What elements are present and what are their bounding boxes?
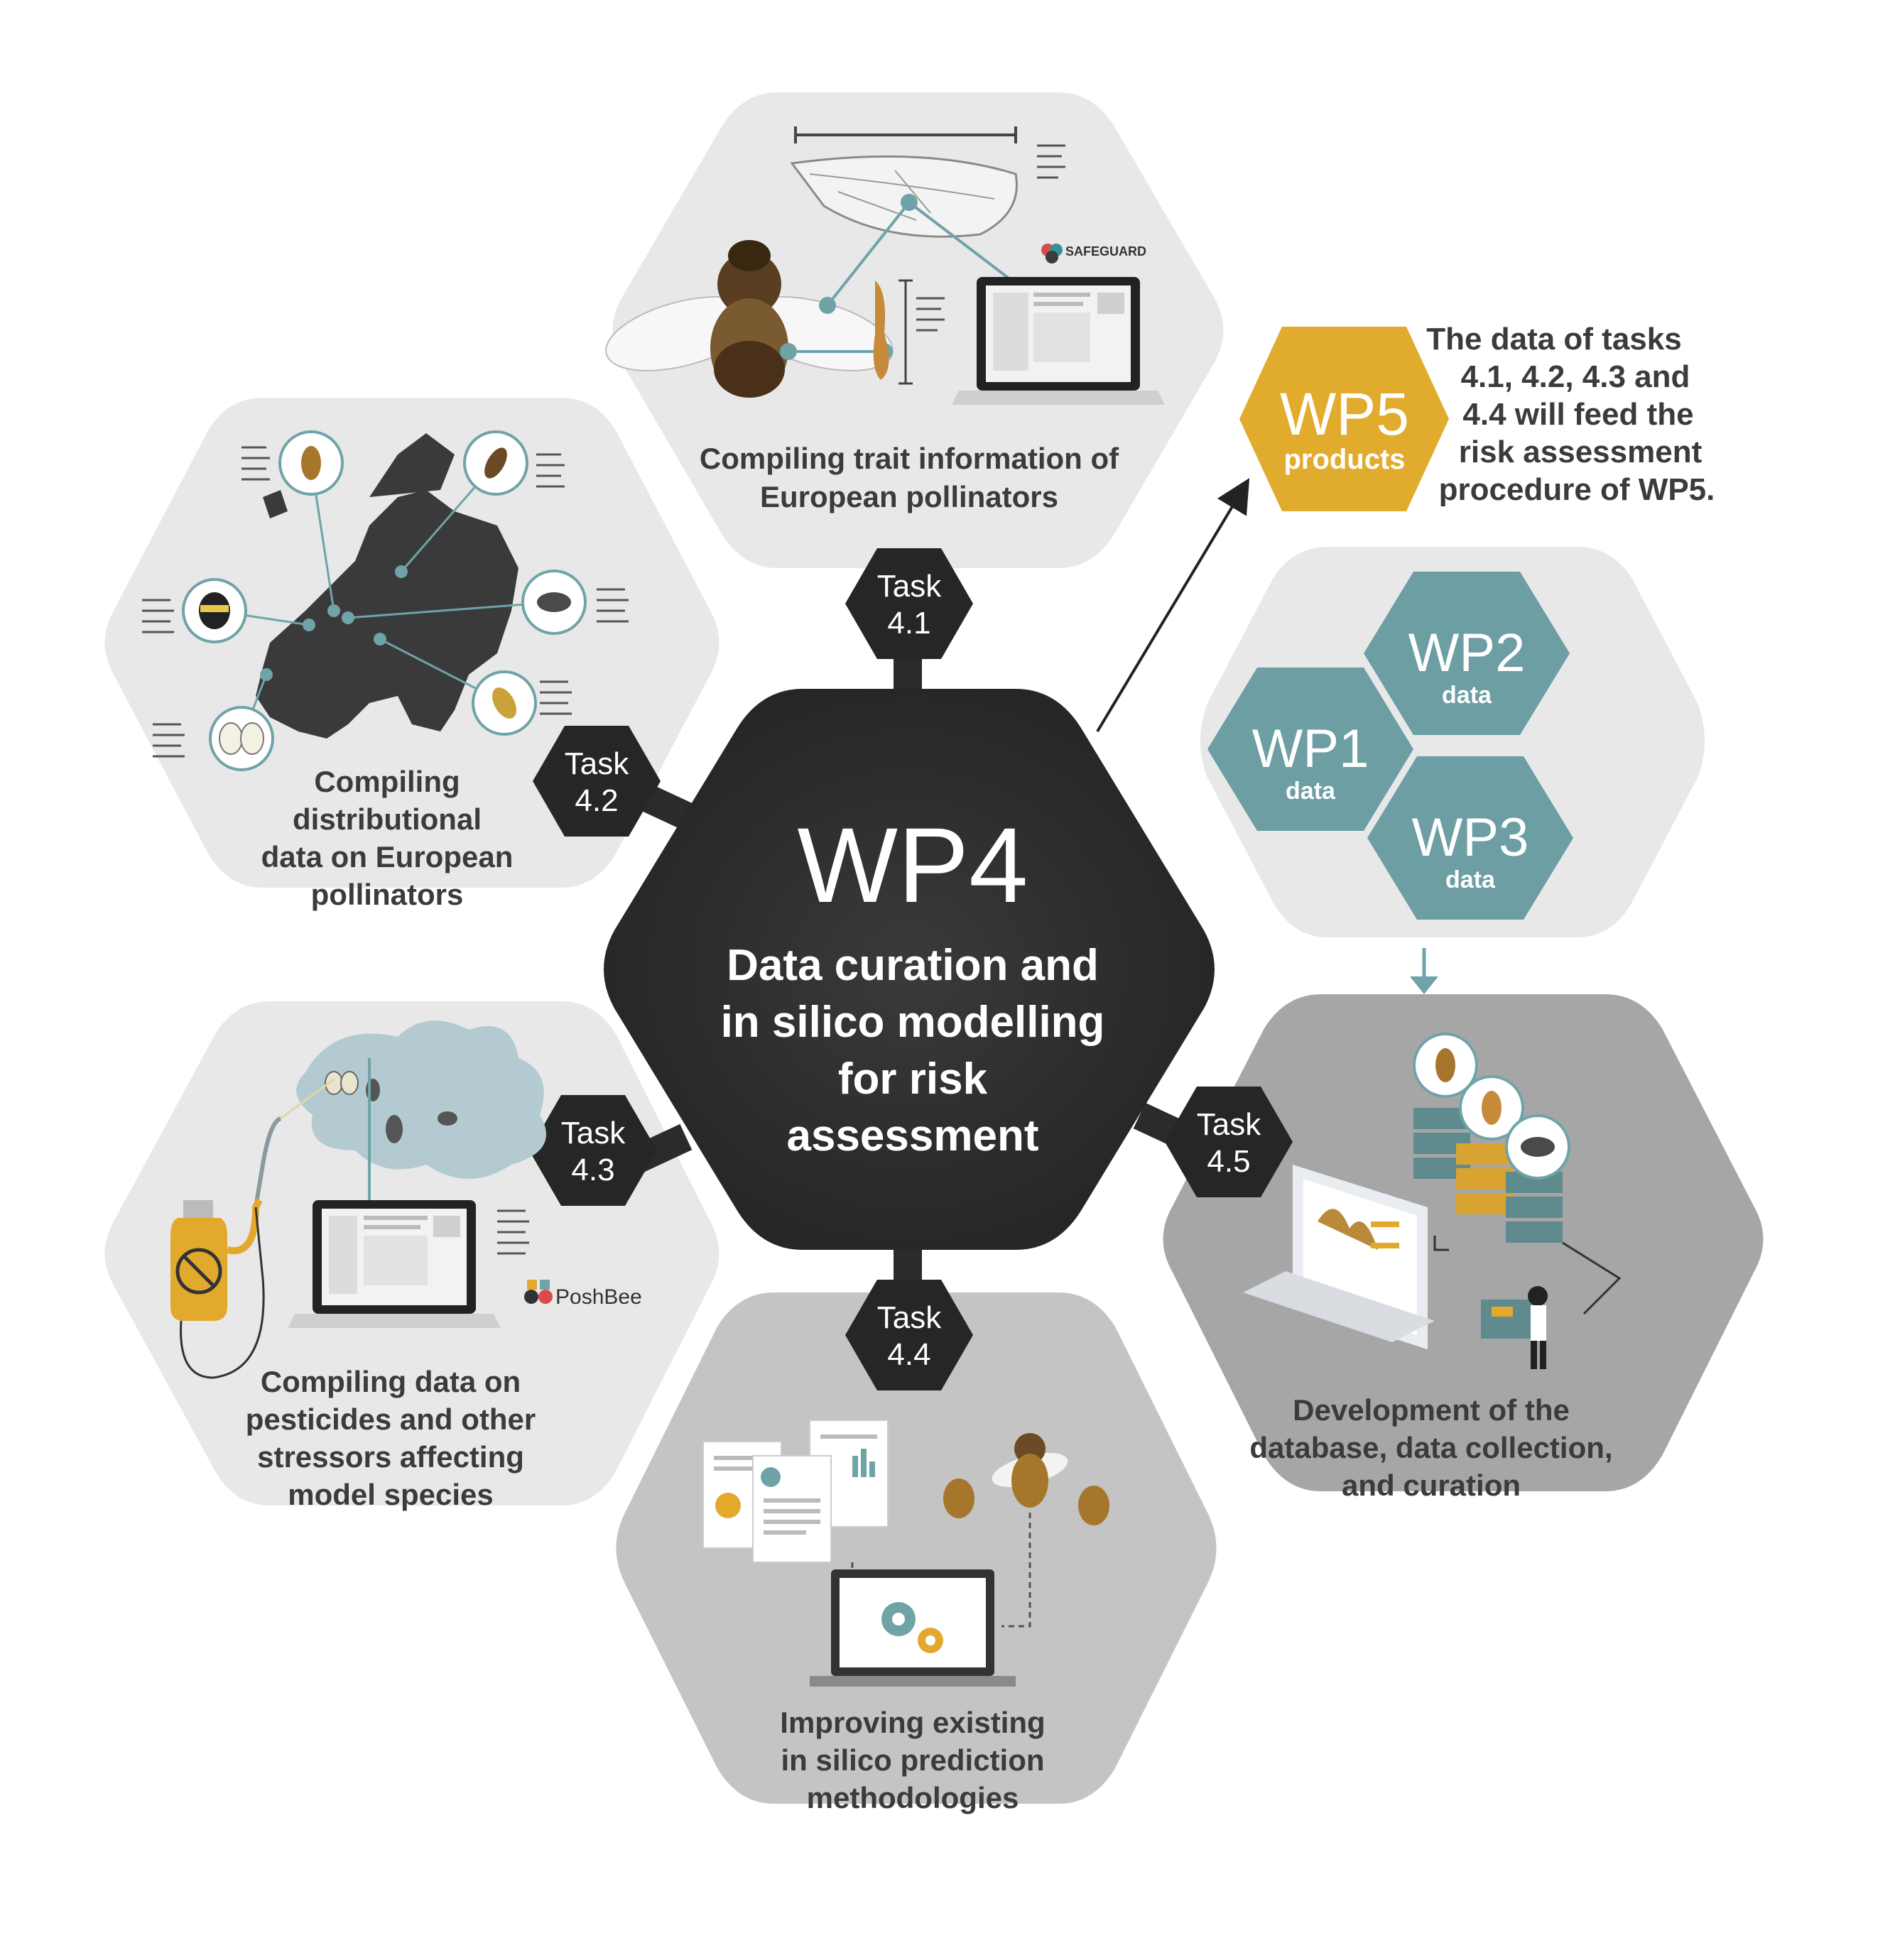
- task-badge-4-4: Task 4.4: [845, 1280, 973, 1390]
- task-4-1-desc-line-1: Compiling trait information of: [700, 442, 1119, 475]
- task-badge-4-2: Task 4.2: [533, 726, 661, 837]
- server-icon: [1413, 1108, 1563, 1243]
- laptop-icon: [1243, 1165, 1435, 1349]
- gear-icon: [881, 1602, 943, 1653]
- svg-text:Task: Task: [561, 1116, 626, 1150]
- poshbee-logo: PoshBee: [524, 1280, 642, 1309]
- svg-text:data: data: [1286, 778, 1336, 805]
- wp3-data-hex: WP3 data: [1367, 756, 1573, 920]
- butterfly-icon: [325, 1071, 359, 1095]
- svg-text:4.5: 4.5: [1207, 1144, 1250, 1179]
- svg-text:4.3: 4.3: [571, 1153, 614, 1187]
- svg-text:data: data: [1445, 866, 1496, 893]
- svg-text:products: products: [1283, 444, 1405, 475]
- person-icon: [1481, 1286, 1548, 1369]
- task-4-4-desc-line-1: Improving existing: [780, 1706, 1045, 1739]
- bee-icon: [605, 240, 894, 398]
- task-badge-4-1: Task 4.1: [845, 548, 973, 659]
- svg-text:Task: Task: [565, 746, 629, 781]
- butterfly-icon: [219, 722, 264, 755]
- task-4-2-desc-line-3: data on European: [261, 840, 514, 873]
- hex-task-4-4: [616, 1292, 1217, 1804]
- svg-text:SAFEGUARD: SAFEGUARD: [1065, 244, 1146, 258]
- task-4-3-desc-line-1: Compiling data on: [261, 1365, 521, 1398]
- arrow-wp4-to-wp5: [1096, 478, 1250, 733]
- svg-text:4.2: 4.2: [575, 783, 618, 818]
- task-4-4-desc-line-3: methodologies: [807, 1781, 1019, 1814]
- svg-text:WP1: WP1: [1252, 719, 1369, 779]
- database-illustration: [1243, 1033, 1622, 1369]
- task-4-2-desc-line-4: pollinators: [311, 878, 464, 911]
- bee-icon: [199, 446, 571, 719]
- europe-map-illustration: [142, 430, 629, 771]
- wp1-data-hex: WP1 data: [1207, 668, 1413, 831]
- svg-text:4.1: 4.1: [887, 606, 930, 641]
- wp2-data-hex: WP2 data: [1364, 572, 1570, 735]
- svg-text:data: data: [1442, 682, 1492, 709]
- wp4-subtitle-line-2: in silico modelling: [721, 998, 1105, 1047]
- svg-text:4.4 will feed the: 4.4 will feed the: [1462, 397, 1693, 432]
- svg-text:procedure of WP5.: procedure of WP5.: [1439, 472, 1715, 507]
- task-4-2-desc-line-2: distributional: [293, 802, 482, 836]
- task-4-5-desc-line-3: and curation: [1342, 1469, 1521, 1502]
- task-4-3-desc-line-4: model species: [288, 1478, 493, 1511]
- svg-text:4.4: 4.4: [887, 1337, 930, 1372]
- trait-illustration: SAFEGUARD: [605, 126, 1165, 405]
- hex-wp-inputs-container: [1200, 547, 1705, 937]
- task-4-5-desc-line-1: Development of the: [1293, 1393, 1570, 1427]
- wp5-note: The data of tasks 4.1, 4.2, 4.3 and 4.4 …: [1426, 322, 1715, 507]
- laptop-icon: [952, 277, 1165, 405]
- methodology-illustration: [702, 1420, 1109, 1687]
- wp4-subtitle-line-4: assessment: [786, 1111, 1038, 1160]
- svg-text:WP3: WP3: [1412, 807, 1529, 868]
- task-4-1-desc-line-2: European pollinators: [760, 480, 1058, 513]
- pesticide-illustration: PoshBee: [170, 1020, 642, 1379]
- laptop-icon: [288, 1200, 501, 1328]
- task-badge-4-3: Task 4.3: [529, 1095, 657, 1206]
- task-4-5-desc-line-2: database, data collection,: [1249, 1431, 1612, 1464]
- svg-text:WP5: WP5: [1280, 381, 1409, 447]
- wp4-title: WP4: [797, 805, 1028, 925]
- svg-text:The data of tasks: The data of tasks: [1426, 322, 1681, 356]
- measure-lines-icon: [1037, 144, 1065, 179]
- task-badge-4-5: Task 4.5: [1165, 1087, 1293, 1197]
- svg-text:WP2: WP2: [1408, 623, 1526, 683]
- svg-text:Task: Task: [877, 1300, 942, 1335]
- task-4-3-desc-line-2: pesticides and other: [246, 1403, 536, 1436]
- hex-wp4-center: [604, 689, 1215, 1250]
- sprayer-icon: [170, 1198, 265, 1379]
- bee-icon: [1435, 1048, 1555, 1157]
- hex-task-4-5: [1163, 994, 1764, 1491]
- task-4-3-desc-line-3: stressors affecting: [257, 1440, 524, 1474]
- wp5-products-hex: WP5 products: [1239, 327, 1449, 511]
- wp4-subtitle-line-1: Data curation and: [727, 941, 1099, 990]
- arrow-inputs-to-task-4-5: [1410, 948, 1438, 994]
- task-4-2-desc-line-1: Compiling: [314, 765, 460, 798]
- bee-icon: [943, 1433, 1109, 1525]
- svg-text:PoshBee: PoshBee: [555, 1285, 642, 1309]
- svg-text:4.1, 4.2, 4.3 and: 4.1, 4.2, 4.3 and: [1461, 359, 1690, 394]
- safeguard-logo: SAFEGUARD: [1041, 244, 1146, 263]
- document-icon: [702, 1420, 889, 1563]
- svg-text:Task: Task: [877, 569, 942, 604]
- svg-text:Task: Task: [1197, 1107, 1261, 1142]
- wp4-subtitle-line-3: for risk: [838, 1055, 988, 1104]
- svg-text:risk assessment: risk assessment: [1459, 435, 1703, 469]
- task-4-4-desc-line-2: in silico prediction: [781, 1743, 1044, 1777]
